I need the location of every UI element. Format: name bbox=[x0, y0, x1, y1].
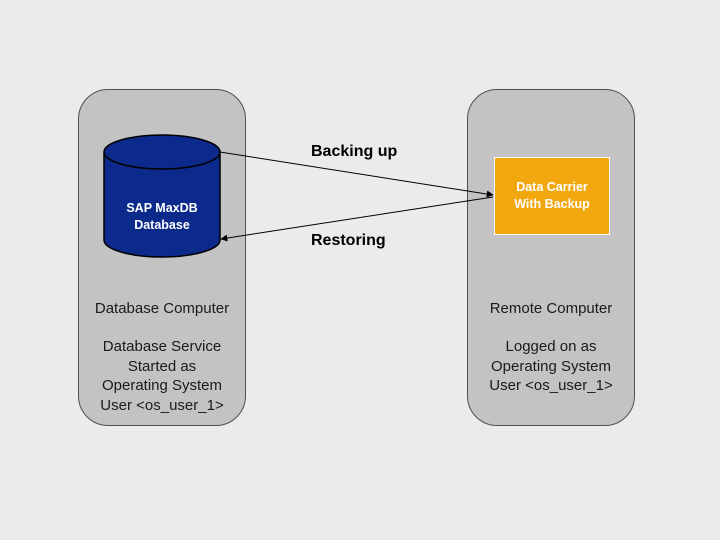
database-cylinder-label-line: SAP MaxDB bbox=[126, 201, 198, 215]
remote-computer-description: Logged on as Operating System User <os_u… bbox=[468, 337, 634, 396]
backing-up-label: Backing up bbox=[311, 143, 398, 160]
database-computer-description-line: Started as bbox=[127, 357, 197, 375]
database-computer-description-line: Operating System bbox=[101, 377, 223, 394]
restoring-label: Restoring bbox=[311, 232, 386, 249]
restoring-arrow bbox=[220, 196, 494, 242]
database-cylinder-label: SAP MaxDB Database bbox=[104, 200, 220, 234]
database-computer-description: Database Service Started as Operating Sy… bbox=[79, 337, 245, 415]
data-carrier-label-line: Data Carrier bbox=[516, 180, 588, 194]
remote-computer-description-line: Logged on as bbox=[505, 338, 597, 355]
database-computer-description-line: Database Service bbox=[102, 338, 222, 355]
remote-computer-description-line: User <os_user_1> bbox=[489, 377, 613, 394]
remote-computer-panel: Remote Computer Logged on as Operating S… bbox=[467, 89, 635, 426]
database-computer-description-line: User <os_user_1> bbox=[100, 396, 224, 414]
data-carrier-box: Data Carrier With Backup bbox=[494, 157, 610, 235]
backing-up-arrow bbox=[219, 151, 494, 198]
database-computer-title: Database Computer bbox=[94, 300, 230, 317]
database-cylinder-icon bbox=[103, 134, 221, 258]
remote-computer-title: Remote Computer bbox=[489, 300, 613, 317]
data-carrier-label-line: With Backup bbox=[514, 197, 590, 211]
remote-computer-description-line: Operating System bbox=[490, 357, 612, 375]
database-cylinder-label-line: Database bbox=[134, 218, 190, 232]
